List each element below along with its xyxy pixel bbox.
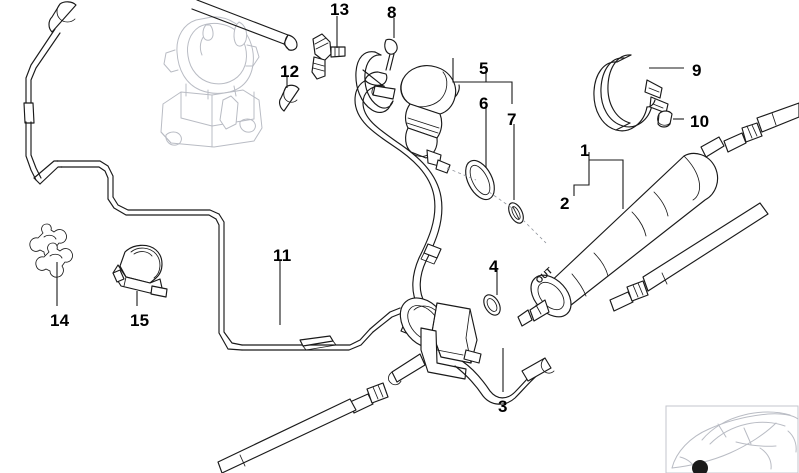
rubber-grommet-part10 [657, 110, 673, 128]
spring-clip-part14 [29, 223, 73, 278]
vent-hose-upper-left [23, 1, 77, 185]
callout-2: 2 [560, 194, 570, 213]
fuel-filter-assembly: OUT [517, 136, 725, 327]
callout-11: 11 [273, 246, 292, 265]
o-ring-part6 [465, 159, 495, 201]
assembly-guide-lines [446, 167, 547, 244]
callout-3: 3 [498, 397, 508, 416]
fuel-line-long [56, 160, 403, 351]
fuel-line-bottom-left [217, 382, 389, 473]
top-connector-hose [191, 0, 298, 51]
fuel-hose-part3 [454, 357, 555, 405]
callout-5: 5 [479, 59, 489, 78]
o-ring-part4 [483, 294, 501, 316]
fuel-line-right-upper [723, 102, 799, 153]
t-connector-part13 [311, 33, 346, 80]
callout-4: 4 [489, 257, 499, 276]
fuel-pressure-regulator-part5 [371, 65, 460, 174]
ghost-engine-component [160, 16, 263, 148]
callout-13: 13 [330, 0, 350, 19]
callout-15: 15 [130, 311, 150, 330]
callout-6: 6 [479, 94, 489, 113]
callout-1: 1 [580, 141, 590, 160]
callout-leader-lines [56, 16, 684, 392]
retaining-clip-part8 [355, 38, 398, 113]
hose-sleeve-part12 [279, 84, 300, 112]
callout-10: 10 [690, 112, 710, 131]
callout-9: 9 [692, 61, 702, 80]
callout-12: 12 [280, 62, 300, 81]
installation-point-dot [692, 460, 708, 473]
line-holder-clip-part15 [112, 244, 168, 298]
fuel-line-right-lower [609, 202, 769, 312]
callout-8: 8 [387, 3, 397, 22]
vehicle-location-inset [665, 405, 799, 473]
filter-clamp-bracket-part9 [593, 54, 669, 132]
fuel-pump-block [388, 297, 482, 386]
callout-14: 14 [50, 311, 70, 330]
sealing-washer-part7 [508, 202, 524, 224]
callout-7: 7 [507, 110, 517, 129]
